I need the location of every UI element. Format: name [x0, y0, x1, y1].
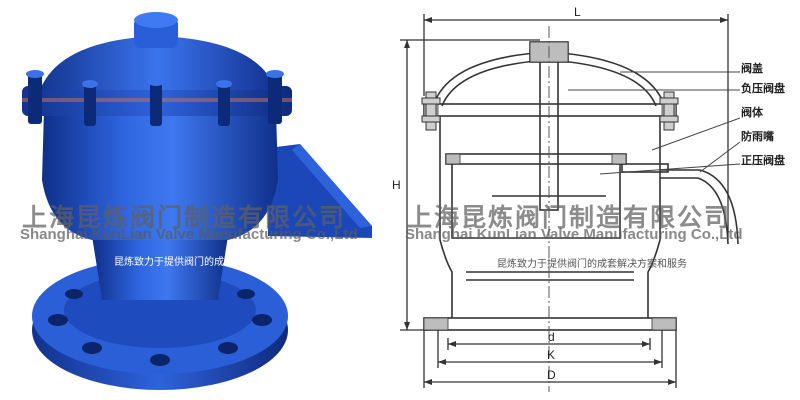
valve-photo: [22, 12, 372, 390]
watermark-company-en-right: Shanghai KunLian Valve Manufacturing Co.…: [405, 226, 743, 243]
watermark-company-cn-right: 上海昆炼阀门制造有限公司: [407, 203, 732, 232]
dim-k-label: K: [547, 348, 556, 362]
dim-height-label: H: [392, 178, 401, 192]
callout-positive-pressure-disc: 正压阀盘: [741, 154, 785, 167]
watermark-company-cn-left: 上海昆炼阀门制造有限公司: [22, 203, 347, 232]
watermark-slogan-right: 昆炼致力于提供阀门的成套解决方案和服务: [497, 259, 687, 270]
callout-cover: 阀盖: [741, 62, 763, 75]
watermark-slogan-left: 昆炼致力于提供阀门的成套解决方案和服务: [114, 257, 304, 268]
dim-d-label: d: [548, 330, 555, 344]
valve-body: [42, 110, 278, 240]
valve-cover: [40, 36, 276, 90]
callout-body: 阀体: [741, 106, 763, 119]
callout-rain-spout: 防雨嘴: [741, 130, 774, 143]
technical-drawing: [400, 14, 741, 392]
dim-outer-d-label: D: [547, 368, 556, 382]
watermark-company-en-left: Shanghai KunLian Valve Manufacturing Co.…: [20, 226, 358, 243]
dim-length-label: L: [574, 5, 581, 19]
callout-negative-pressure-disc: 负压阀盘: [741, 82, 785, 95]
rain-spout: [268, 144, 372, 238]
